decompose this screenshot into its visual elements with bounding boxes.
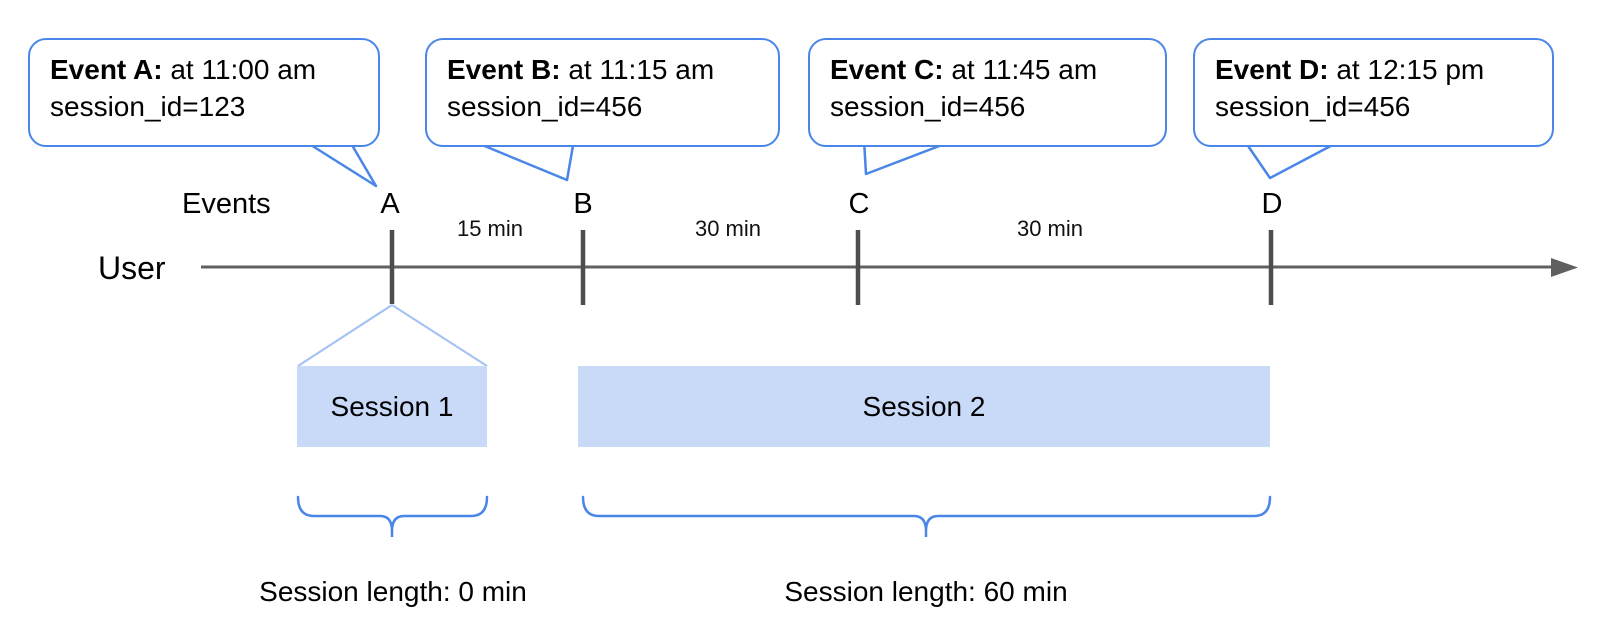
session-expansion-line-left (297, 304, 393, 367)
callout-b-time: at 11:15 am (568, 54, 715, 85)
callout-c-session-id: session_id=456 (830, 91, 1026, 122)
callout-a-line1: Event A: at 11:00 am (50, 51, 360, 88)
session2-label: Session 2 (862, 390, 986, 422)
interval-a-b: 15 min (456, 216, 524, 241)
session1-label: Session 1 (330, 390, 454, 422)
callout-d-title: Event D: (1215, 54, 1329, 85)
callout-tail-c (862, 138, 956, 176)
session1-brace (296, 495, 489, 537)
event-callout-d: Event D: at 12:15 pm session_id=456 (1193, 38, 1554, 147)
session1-length-label: Session length: 0 min (259, 576, 527, 607)
event-callout-b: Event B: at 11:15 am session_id=456 (425, 38, 780, 147)
interval-c-d: 30 min (1016, 216, 1084, 241)
session-expansion-line-right (391, 304, 488, 367)
user-axis-label: User (98, 250, 166, 286)
events-axis-label: Events (182, 188, 271, 220)
callout-d-session-id: session_id=456 (1215, 91, 1411, 122)
session1-box: Session 1 (297, 366, 487, 447)
session2-brace (581, 495, 1272, 537)
callout-tail-d (1242, 138, 1343, 180)
event-letter-a: A (380, 188, 400, 220)
callout-a-session-id: session_id=123 (50, 91, 246, 122)
event-letter-b: B (573, 188, 593, 220)
callout-c-time: at 11:45 am (951, 54, 1098, 85)
event-callout-a: Event A: at 11:00 am session_id=123 (28, 38, 380, 147)
callout-b-title: Event B: (447, 54, 561, 85)
callout-a-time: at 11:00 am (170, 54, 317, 85)
session2-box: Session 2 (578, 366, 1270, 447)
callout-b-session-id: session_id=456 (447, 91, 643, 122)
callout-d-time: at 12:15 pm (1336, 54, 1485, 85)
callout-b-line1: Event B: at 11:15 am (447, 51, 760, 88)
callout-tail-a (302, 138, 378, 188)
callout-a-title: Event A: (50, 54, 163, 85)
event-callout-c: Event C: at 11:45 am session_id=456 (808, 38, 1167, 147)
interval-b-c: 30 min (694, 216, 762, 241)
event-letter-c: C (848, 188, 870, 220)
event-letter-d: D (1261, 188, 1283, 220)
timeline-arrowhead (1551, 258, 1578, 277)
callout-c-title: Event C: (830, 54, 944, 85)
callout-d-line1: Event D: at 12:15 pm (1215, 51, 1534, 88)
callout-tail-b (469, 138, 576, 182)
session2-length-label: Session length: 60 min (784, 576, 1068, 607)
callout-c-line1: Event C: at 11:45 am (830, 51, 1147, 88)
